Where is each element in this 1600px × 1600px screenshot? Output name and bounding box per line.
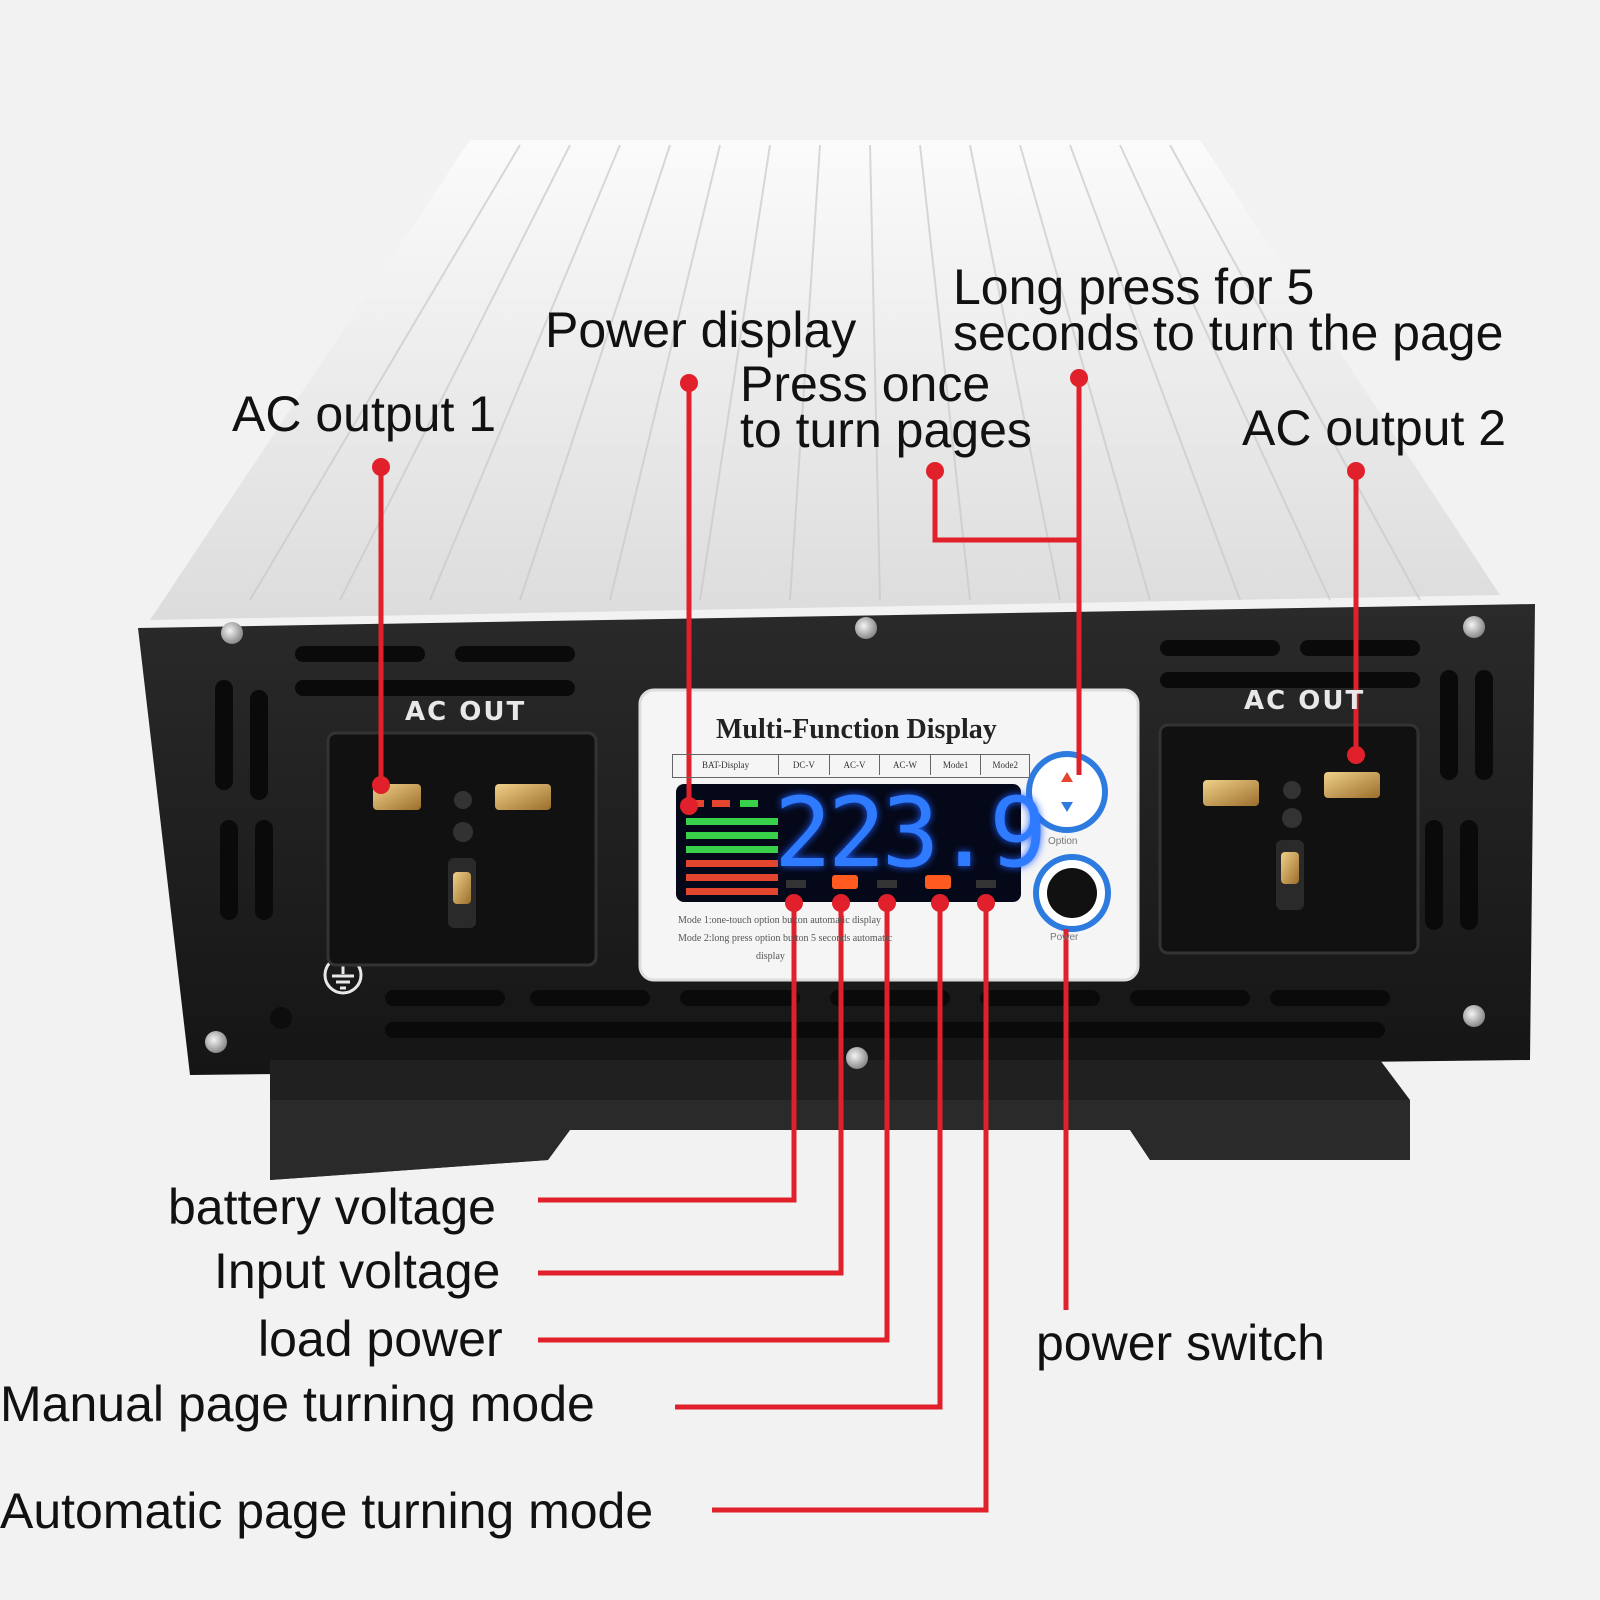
panel-tab: Mode2 — [992, 760, 1018, 770]
callout-long-press-line-1: Long press for 5 — [953, 259, 1315, 315]
panel-title: Multi-Function Display — [716, 714, 997, 745]
ac-socket-left — [326, 731, 598, 967]
heatsink — [150, 140, 1500, 620]
power-button-label: Power — [1050, 932, 1079, 943]
callout-ac-output-2: AC output 2 — [1242, 400, 1507, 456]
callout-long-press-line-2: seconds to turn the page — [953, 305, 1504, 361]
callout-power-switch: power switch — [1036, 1315, 1325, 1371]
panel-tab: AC-V — [830, 755, 881, 775]
instruction-line-3: display — [756, 951, 785, 962]
panel-tab: AC-W — [880, 755, 931, 775]
callout-load-power: load power — [258, 1311, 503, 1367]
ac-socket-right — [1158, 723, 1420, 955]
callout-input-voltage: Input voltage — [214, 1243, 501, 1299]
indicator-manual-mode — [925, 875, 951, 889]
display-panel — [638, 688, 1140, 982]
fuse-hole — [270, 1007, 292, 1029]
screws — [205, 616, 1485, 1069]
indicator-input-voltage — [832, 875, 858, 889]
option-button-label: Option — [1048, 836, 1078, 847]
callout-battery-voltage: battery voltage — [168, 1179, 496, 1235]
lcd-reading: 223.9 — [774, 777, 1047, 889]
socket-right-label: AC OUT — [1244, 686, 1366, 716]
callout-automatic-mode: Automatic page turning mode — [0, 1483, 654, 1539]
vent-slots — [215, 640, 1493, 1038]
callout-manual-mode: Manual page turning mode — [0, 1376, 595, 1432]
panel-tab-row: BAT-Display DC-V AC-V AC-W Mode1 Mode2 — [672, 754, 1030, 778]
instruction-line-2: Mode 2:long press option button 5 second… — [678, 933, 893, 944]
option-button[interactable] — [1026, 751, 1108, 833]
leader-lines — [378, 378, 1359, 1513]
panel-tab: DC-V — [779, 755, 830, 775]
callout-power-display: Power display — [545, 302, 857, 358]
callout-press-once-line-1: Press once — [740, 356, 991, 412]
instruction-line-1: Mode 1:one-touch option button automatic… — [678, 915, 882, 926]
panel-tab: BAT-Display — [673, 755, 780, 775]
callout-ac-output-1: AC output 1 — [232, 386, 497, 442]
panel-tab: Mode1 — [931, 755, 982, 775]
arrow-up-icon — [1061, 772, 1073, 782]
leader-dots — [372, 369, 1365, 912]
arrow-down-icon — [1061, 802, 1073, 812]
callout-press-once-line-2: to turn pages — [740, 402, 1032, 458]
socket-left-label: AC OUT — [405, 697, 527, 727]
